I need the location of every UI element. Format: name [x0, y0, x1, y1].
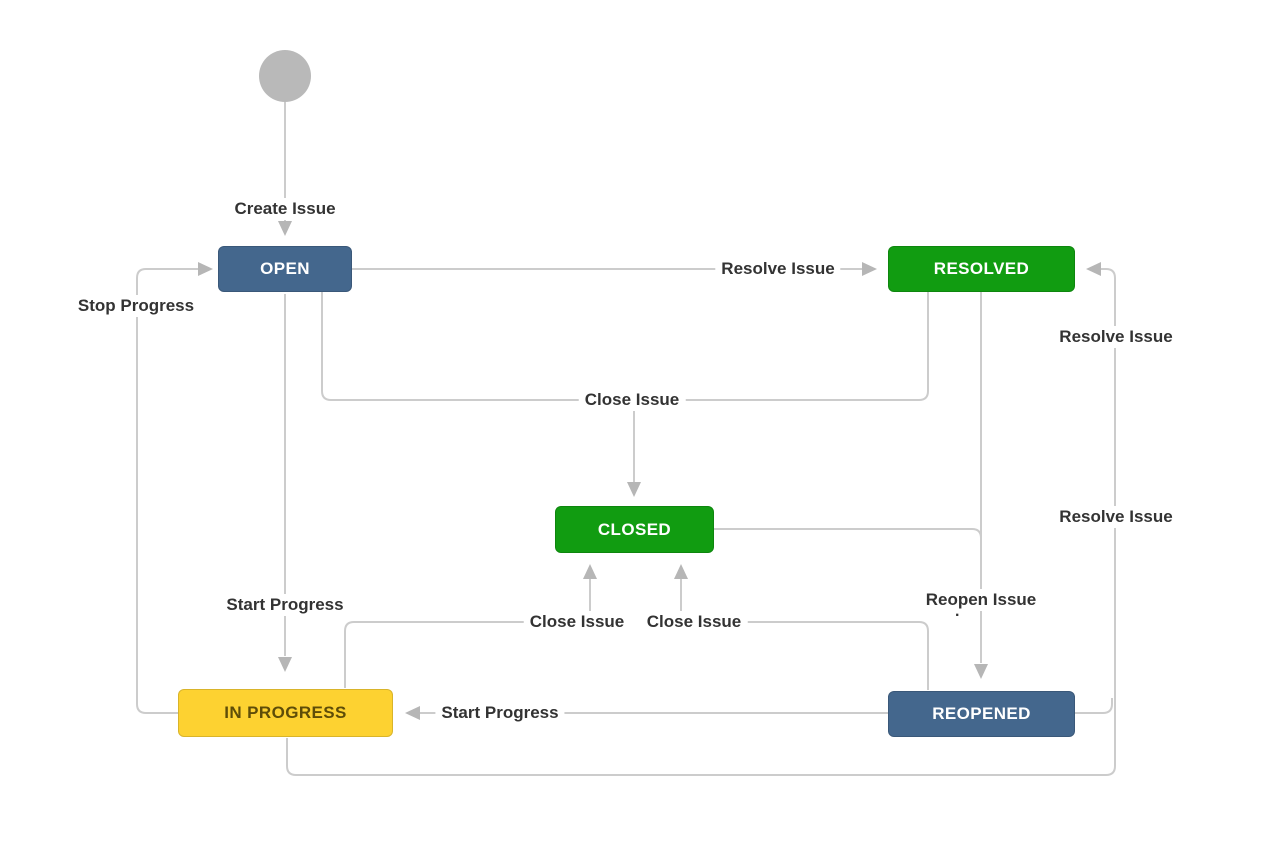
arrowhead-close-issue-top [627, 482, 641, 497]
edge-close-issue-merge [321, 292, 929, 401]
reopen-issue-dot-artifact: . [955, 603, 960, 620]
edge-label-reopen-issue: Reopen Issue [919, 589, 1043, 611]
node-reopened[interactable]: REOPENED [888, 691, 1075, 737]
node-resolved[interactable]: RESOLVED [888, 246, 1075, 292]
edge-label-close-issue-top: Close Issue [578, 389, 686, 411]
node-in-progress-label: IN PROGRESS [224, 703, 347, 722]
arrowhead-resolve-issue-right [1086, 262, 1101, 276]
arrowhead-close-issue-right [674, 564, 688, 579]
edge-label-close-issue-right: Close Issue [640, 611, 748, 633]
edge-label-close-issue-left: Close Issue [523, 611, 631, 633]
edge-label-resolve-issue-right-lower: Resolve Issue [1053, 506, 1179, 528]
node-closed[interactable]: CLOSED [555, 506, 714, 553]
arrowhead-start-progress-left [278, 657, 292, 672]
arrowhead-start-progress-right [405, 706, 420, 720]
arrowhead-close-issue-left [583, 564, 597, 579]
edge-reopened-closed [680, 579, 929, 690]
edge-label-resolve-issue-right-upper: Resolve Issue [1053, 326, 1179, 348]
edge-inprogress-closed [344, 579, 591, 688]
edge-closed-reopened [714, 528, 982, 539]
edge-label-create-issue: Create Issue [228, 198, 342, 220]
node-closed-label: CLOSED [597, 519, 672, 539]
node-open-label: OPEN [260, 259, 310, 278]
node-reopened-label: REOPENED [932, 704, 1031, 723]
arrowhead-create-issue [278, 221, 292, 236]
edge-label-stop-progress: Stop Progress [71, 295, 201, 317]
arrowhead-stop-progress [198, 262, 213, 276]
edge-stop-progress [136, 268, 198, 714]
edge-reopened-resolved-join [1075, 698, 1113, 714]
edge-label-start-progress-left: Start Progress [220, 594, 350, 616]
arrowhead-reopen-issue [974, 664, 988, 679]
edge-inprogress-resolved-loop [286, 268, 1116, 776]
start-node[interactable] [259, 50, 311, 102]
node-resolved-label: RESOLVED [933, 259, 1030, 278]
arrowhead-resolve-issue [862, 262, 877, 276]
node-in-progress[interactable]: IN PROGRESS [178, 689, 393, 737]
edge-label-start-progress-right: Start Progress [435, 702, 565, 724]
node-open[interactable]: OPEN [218, 246, 352, 292]
edge-label-resolve-issue-open: Resolve Issue [715, 258, 841, 280]
